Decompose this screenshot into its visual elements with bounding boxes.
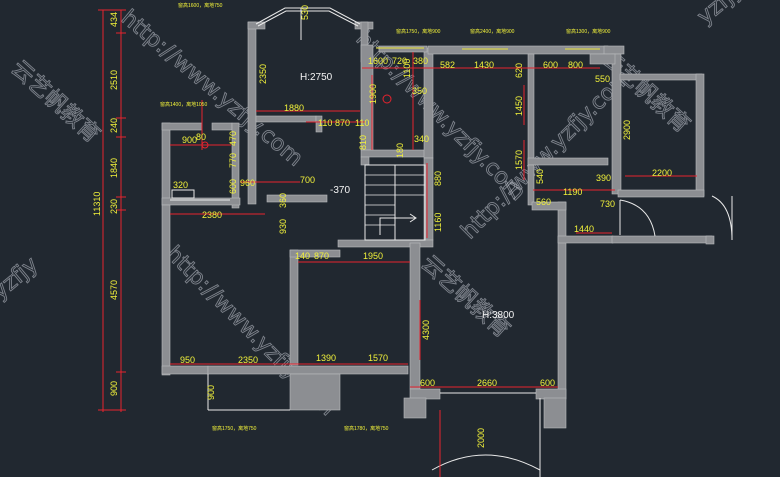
- window-note-3: 窗高1750，离地900: [396, 28, 441, 35]
- dim-434: 434: [109, 12, 119, 27]
- dim-1100: 1100: [402, 59, 412, 78]
- watermark-url-1: http://www.yzfjy.com: [116, 5, 307, 171]
- walls: [161, 21, 715, 429]
- dim-1950: 1950: [363, 251, 383, 261]
- dim-960: 960: [240, 178, 255, 188]
- dim-240: 240: [109, 118, 119, 133]
- dim-2510: 2510: [109, 70, 119, 90]
- dim-180: 180: [395, 143, 405, 158]
- dim-700: 700: [300, 175, 315, 185]
- dim-1440: 1440: [574, 224, 594, 234]
- dim-320: 320: [173, 180, 188, 190]
- dim-140: 140: [295, 251, 310, 261]
- staircase: [364, 164, 426, 241]
- window-note-1: 窗高1600，离地750: [178, 2, 223, 9]
- dim-80: 80: [196, 132, 206, 142]
- dim-1430: 1430: [474, 60, 494, 70]
- watermark-brand-1: 云艺帆教育: [6, 56, 104, 148]
- window-note-5: 窗高1300，离地900: [566, 28, 611, 35]
- fixture-marker: [201, 141, 209, 149]
- room-height-lower: H:3800: [482, 310, 515, 321]
- dim-2380: 2380: [202, 210, 222, 220]
- dim-2660: 2660: [477, 378, 497, 388]
- dim-350: 350: [412, 86, 427, 96]
- fixture-marker-2: [382, 94, 392, 104]
- dim-230: 230: [109, 199, 119, 214]
- dim-800: 800: [568, 60, 583, 70]
- dim-600-c: 600: [420, 378, 435, 388]
- dim-530: 530: [300, 5, 310, 20]
- window-note-4: 窗高2400，离地900: [470, 28, 515, 35]
- window-note-7: 窗高1780，离地750: [344, 425, 389, 432]
- dim-770: 770: [228, 153, 238, 168]
- dim-870-a: 870: [335, 118, 350, 128]
- dim-600-d: 600: [540, 378, 555, 388]
- dim-1190: 1190: [563, 187, 582, 197]
- room-height-upper: H:2750: [300, 72, 333, 83]
- dim-1880: 1880: [284, 103, 304, 113]
- dim-1160: 1160: [433, 213, 443, 232]
- dim-4300: 4300: [421, 320, 431, 340]
- dim-2350: 2350: [258, 64, 268, 84]
- dim-720: 720: [392, 56, 407, 66]
- vertical-dimension-labels: 530 1100 2350 1900 620 1450 2900 470 770…: [206, 5, 632, 448]
- dim-340: 340: [414, 134, 429, 144]
- dim-380: 380: [413, 56, 428, 66]
- watermark-url-short-2: yzfjy: [0, 252, 43, 304]
- dim-390: 390: [596, 173, 611, 183]
- dim-110-a: 110: [318, 118, 332, 128]
- room-level: -370: [330, 185, 350, 196]
- dim-2900: 2900: [622, 120, 632, 140]
- dim-620: 620: [514, 63, 524, 78]
- dim-900: 900: [182, 135, 197, 145]
- dim-470: 470: [228, 131, 238, 146]
- dim-2200: 2200: [652, 168, 672, 178]
- window-note-2: 窗高1400，离地1050: [160, 101, 207, 108]
- dim-870-b: 870: [314, 251, 329, 261]
- dim-600-top: 600: [543, 60, 558, 70]
- dim-560: 560: [536, 197, 551, 207]
- dim-730: 730: [600, 199, 615, 209]
- dim-900-b: 900: [206, 385, 216, 400]
- watermark-url-short-1: yzfjy: [693, 0, 748, 30]
- dim-110-b: 110: [355, 118, 369, 128]
- dimension-labels: 1600 720 380 582 1430 600 800 550 350 18…: [173, 56, 672, 388]
- dim-950: 950: [180, 355, 195, 365]
- dim-360: 360: [278, 193, 288, 208]
- dim-4570: 4570: [109, 280, 119, 300]
- dim-900-left: 900: [109, 381, 119, 396]
- dim-810: 810: [358, 135, 368, 150]
- dim-2350-b: 2350: [238, 355, 258, 365]
- dim-582: 582: [440, 60, 455, 70]
- dim-1450: 1450: [514, 96, 524, 116]
- dim-930: 930: [278, 219, 288, 234]
- window-note-6: 窗高1750，离地750: [212, 425, 257, 432]
- dim-11310: 11310: [92, 192, 102, 216]
- windows: [170, 7, 733, 477]
- dimension-lines: [170, 52, 697, 477]
- dim-1390: 1390: [316, 353, 336, 363]
- dim-1600: 1600: [368, 56, 388, 66]
- dim-1570-a: 1570: [514, 150, 524, 170]
- dim-880: 880: [433, 171, 443, 186]
- fixture-sink: [171, 189, 195, 199]
- dim-550: 550: [595, 74, 610, 84]
- dim-600-b: 600: [228, 179, 238, 194]
- dim-1840: 1840: [109, 158, 119, 178]
- left-dimension-chain: 434 2510 240 1840 230 11310 4570 900: [92, 9, 126, 412]
- dim-1570-b: 1570: [368, 353, 388, 363]
- dim-2000: 2000: [476, 428, 486, 448]
- dim-540: 540: [535, 169, 545, 184]
- dim-1900: 1900: [368, 84, 378, 104]
